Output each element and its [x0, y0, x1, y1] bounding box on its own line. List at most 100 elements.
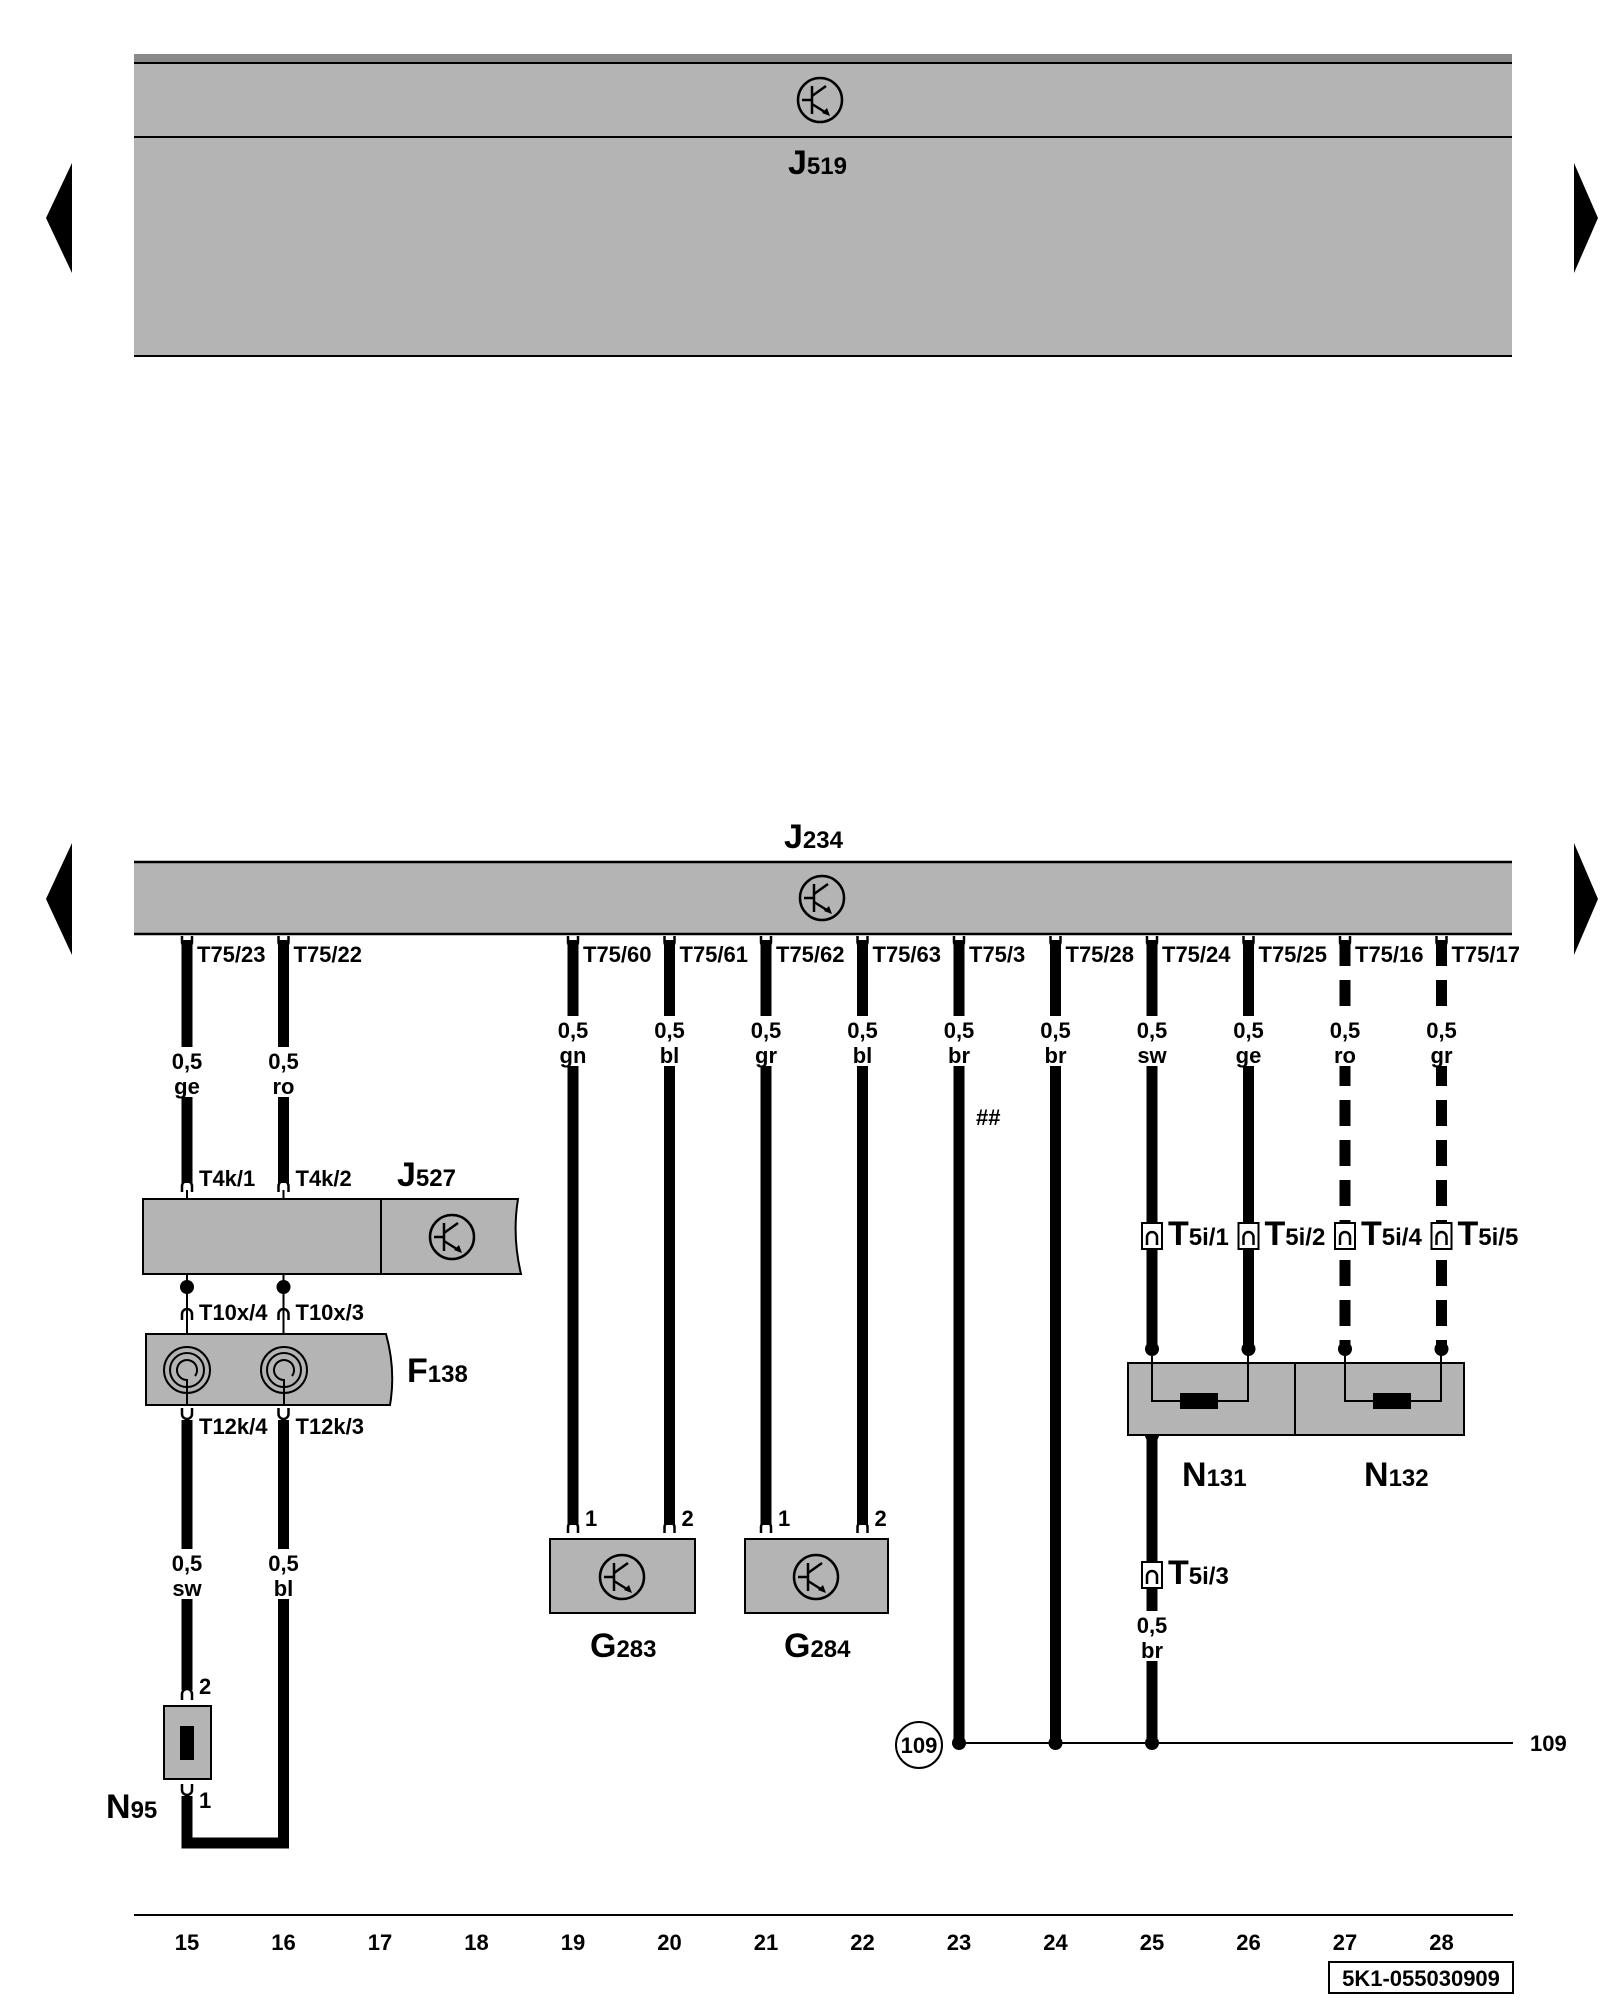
- label-bg: [937, 1016, 981, 1066]
- connector-pin-icon: [1435, 936, 1448, 949]
- connector-housing-icon: [1430, 1222, 1453, 1250]
- label-bg: [1226, 1016, 1271, 1066]
- page-left-arrow-top[interactable]: [46, 163, 72, 273]
- connector-pin-icon: [180, 1687, 194, 1700]
- connector-pin-icon: [1049, 936, 1062, 949]
- column-number: 25: [1140, 1930, 1164, 1955]
- j234-label: J234: [784, 818, 844, 856]
- ground-right-label: 109: [1530, 1731, 1567, 1756]
- connector-label: T10x/4: [199, 1300, 268, 1325]
- spiral-icon: [163, 1346, 211, 1405]
- label-bg: [744, 1016, 788, 1066]
- connector-housing-icon: [1237, 1222, 1260, 1250]
- wire-spec-size: 0,5: [268, 1049, 299, 1074]
- connector-housing-icon: [1141, 1222, 1163, 1250]
- label-bg: [261, 1549, 306, 1599]
- resistor-icon: [1180, 1393, 1218, 1409]
- wire-spec-color: gn: [560, 1043, 587, 1068]
- page-left-arrow-bottom[interactable]: [46, 843, 72, 955]
- connector-pin-icon: [1435, 1230, 1448, 1245]
- connector-pin-icon: [566, 1520, 580, 1533]
- connector-pin-icon: [180, 1408, 194, 1421]
- j234-box: [134, 862, 1512, 934]
- connector-pin-icon: [1145, 936, 1159, 949]
- ground-connection: 109 109: [895, 1721, 1567, 1769]
- wire-spec-color: gr: [1431, 1043, 1453, 1068]
- junction-dot: [180, 1280, 194, 1294]
- pin-label: T75/16: [1355, 942, 1424, 967]
- wire-spec-color: br: [948, 1043, 970, 1068]
- connector-housing-icon: [1334, 1222, 1356, 1250]
- wire-spec-size: 0,5: [1137, 1018, 1168, 1043]
- label-bg: [551, 1016, 595, 1066]
- wire-spec-color: br: [1141, 1638, 1163, 1663]
- g283-sensor: G283: [549, 1538, 696, 1665]
- label-bg: [647, 1016, 692, 1066]
- connector-label: T10x/3: [296, 1300, 365, 1325]
- label-bg: [1419, 1016, 1464, 1066]
- pin-label: T75/60: [583, 942, 652, 967]
- connector-pin-icon: [759, 1520, 773, 1533]
- document-code: 5K1-055030909: [1342, 1966, 1500, 1991]
- label-bg: [1130, 1611, 1174, 1661]
- n95-valve: N95: [106, 1705, 212, 1826]
- pin-label: 1: [585, 1506, 597, 1531]
- wire-spec-color: bl: [853, 1043, 873, 1068]
- connector-pin-icon: [180, 1307, 194, 1320]
- pin-label: T75/17: [1452, 942, 1521, 967]
- connector-label: T12k/3: [296, 1414, 365, 1439]
- pin-label: T75/63: [873, 942, 942, 967]
- connector-label-t5i: T5i/3: [1168, 1554, 1229, 1592]
- column-number: 17: [368, 1930, 392, 1955]
- wire-spec-size: 0,5: [558, 1018, 589, 1043]
- connector-pin-icon: [759, 936, 773, 949]
- wire-spec-size: 0,5: [1330, 1018, 1361, 1043]
- wire-spec-size: 0,5: [654, 1018, 685, 1043]
- column-number: 15: [175, 1930, 199, 1955]
- pin-label: 1: [778, 1506, 790, 1531]
- connector-housing-icon: [1141, 1561, 1163, 1589]
- pin-label: T75/22: [294, 942, 363, 967]
- connector-pin-icon: [277, 1179, 290, 1192]
- wire-spec-size: 0,5: [268, 1551, 299, 1576]
- connector-label-t5i: T5i/4: [1361, 1215, 1422, 1253]
- pin-label: 2: [682, 1506, 694, 1531]
- connector-pin-icon: [1242, 1230, 1255, 1245]
- wire-spec-size: 0,5: [751, 1018, 782, 1043]
- connector-label-t5i: T5i/2: [1265, 1215, 1326, 1253]
- connector-pin-icon: [1145, 1230, 1159, 1245]
- label-bg: [261, 1047, 306, 1097]
- f138-label: F138: [407, 1352, 468, 1390]
- connector-pin-icon: [180, 936, 194, 949]
- label-bg: [165, 1549, 209, 1599]
- wire-spec-color: ro: [273, 1074, 295, 1099]
- page-right-arrow-bottom[interactable]: [1574, 843, 1598, 955]
- wire-spec-color: bl: [274, 1576, 294, 1601]
- g284-label: G284: [784, 1627, 851, 1665]
- wire-spec-size: 0,5: [847, 1018, 878, 1043]
- connector-label: T4k/1: [199, 1166, 255, 1191]
- column-number: 18: [464, 1930, 488, 1955]
- connector-pin-icon: [1145, 1569, 1159, 1584]
- wire-spec-size: 0,5: [172, 1551, 203, 1576]
- connector-pin-icon: [663, 1520, 676, 1533]
- pin-label: T75/28: [1066, 942, 1135, 967]
- page-right-arrow-top[interactable]: [1574, 163, 1598, 273]
- wire-spec-color: br: [1045, 1043, 1067, 1068]
- junction-dot: [276, 1280, 291, 1294]
- f138-clock-spring: F138: [145, 1333, 468, 1406]
- wire: [181, 1420, 289, 1849]
- connector-label: T12k/4: [199, 1414, 268, 1439]
- marker-text: ##: [976, 1105, 1000, 1130]
- wire-spec-color: ge: [1236, 1043, 1262, 1068]
- wire-spec-size: 0,5: [1137, 1613, 1168, 1638]
- connector-pin-icon: [180, 1784, 194, 1797]
- column-number: 16: [271, 1930, 295, 1955]
- pin-label: 2: [875, 1506, 887, 1531]
- column-number: 20: [657, 1930, 681, 1955]
- resistor-icon: [180, 1726, 194, 1760]
- wires: T75/230,5geT75/220,5roT75/600,5gnT75/610…: [165, 936, 1521, 1849]
- wire-spec-color: bl: [660, 1043, 680, 1068]
